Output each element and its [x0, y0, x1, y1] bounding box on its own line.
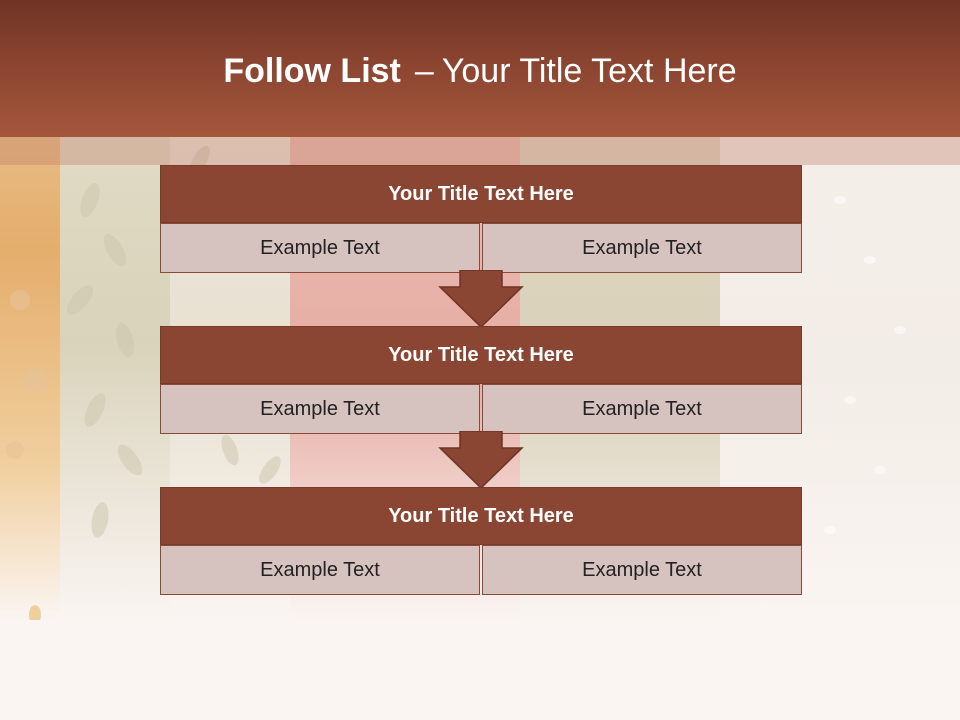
- block-title: Your Title Text Here: [160, 165, 802, 223]
- block-title: Your Title Text Here: [160, 326, 802, 384]
- title-bar: [0, 0, 960, 137]
- block-cell-right: Example Text: [482, 223, 802, 273]
- title-bar-shadow: [0, 137, 960, 165]
- seed-texture: [6, 145, 281, 620]
- block-cell-left: Example Text: [160, 223, 480, 273]
- block-cell-right: Example Text: [482, 545, 802, 595]
- list-block: Your Title Text Here Example Text Exampl…: [160, 165, 802, 273]
- title-separator: –: [414, 52, 434, 90]
- list-block: Your Title Text Here Example Text Exampl…: [160, 487, 802, 595]
- down-arrow-icon: [438, 431, 524, 489]
- block-cell-left: Example Text: [160, 545, 480, 595]
- block-cell-left: Example Text: [160, 384, 480, 434]
- slide-title: Follow List–Your Title Text Here: [0, 52, 960, 91]
- block-cell-right: Example Text: [482, 384, 802, 434]
- title-sub: Your Title Text Here: [441, 52, 737, 90]
- list-block: Your Title Text Here Example Text Exampl…: [160, 326, 802, 434]
- title-main: Follow List: [223, 52, 401, 90]
- block-title: Your Title Text Here: [160, 487, 802, 545]
- down-arrow-icon: [438, 270, 524, 328]
